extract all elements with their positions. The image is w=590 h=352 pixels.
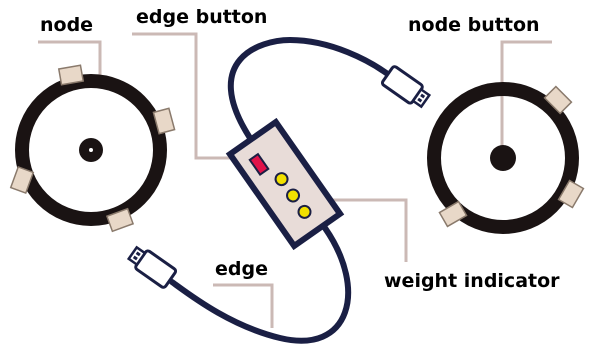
weight-indicator-leader	[318, 198, 408, 262]
node-left-tabs	[9, 64, 176, 233]
node-button[interactable]	[490, 145, 516, 171]
edge-button-leader	[132, 32, 258, 160]
node-right-ring	[427, 82, 579, 234]
label-edge: edge	[215, 258, 268, 280]
weight-led-1	[274, 172, 289, 187]
usb-plug-bottom	[126, 245, 178, 289]
cable-upper	[227, 36, 396, 141]
node-right[interactable]	[427, 82, 585, 234]
node-left[interactable]	[9, 64, 176, 233]
node-button-leader	[500, 40, 552, 154]
edge-cable	[169, 36, 396, 344]
edge-box	[225, 117, 345, 251]
label-node: node	[40, 14, 94, 36]
edge-button[interactable]	[248, 152, 270, 176]
node-right-tabs	[438, 85, 585, 228]
weight-indicator	[274, 172, 312, 219]
usb-plug-top	[380, 65, 432, 109]
leader-lines	[38, 32, 552, 328]
edge-leader	[213, 283, 274, 328]
weight-led-2	[286, 188, 301, 203]
node-left-ring	[15, 74, 167, 226]
label-weight-indicator: weight indicator	[384, 270, 560, 292]
label-node-button: node button	[408, 14, 540, 36]
label-edge-button: edge button	[136, 6, 268, 28]
node-leader	[38, 40, 102, 76]
cable-lower	[169, 225, 351, 344]
weight-led-3	[297, 204, 312, 219]
node-left-center-dot	[89, 148, 93, 152]
